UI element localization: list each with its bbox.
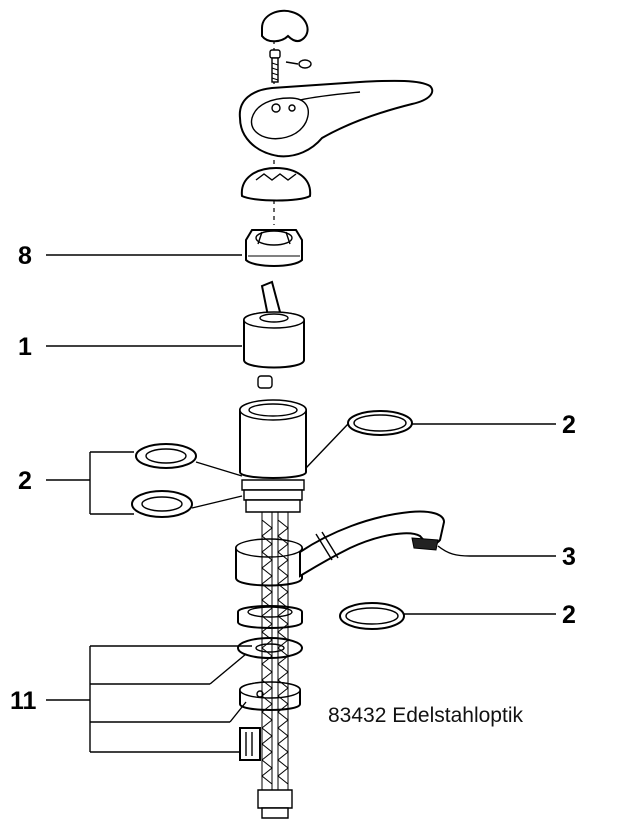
mounting-clip [239, 727, 261, 761]
o-ring-right-lower [339, 602, 405, 630]
o-ring-right-upper [347, 410, 413, 436]
callout-2-left: 2 [18, 467, 32, 495]
o-ring-left-lower [131, 490, 193, 518]
screw-washer [285, 59, 312, 69]
o-ring-left-upper [135, 443, 197, 469]
callout-2-right-bottom: 2 [562, 601, 576, 629]
tap-body [239, 399, 307, 513]
part-8-nut [245, 229, 303, 267]
product-caption: 83432 Edelstahloptik [328, 704, 523, 727]
callout-1: 1 [18, 333, 32, 361]
callout-8: 8 [18, 242, 32, 270]
supply-hoses [257, 512, 293, 819]
cover-cap [261, 9, 309, 43]
cartridge-seal [257, 375, 273, 389]
callout-2-right-top: 2 [562, 411, 576, 439]
callout-11: 11 [10, 687, 37, 715]
lever-handle [238, 79, 434, 158]
part-1-cartridge [243, 280, 305, 369]
leader-lines [46, 254, 556, 753]
dome-cap [240, 166, 312, 202]
callout-3: 3 [562, 543, 576, 571]
handle-screw [269, 49, 281, 83]
spout-assembly [235, 510, 446, 587]
